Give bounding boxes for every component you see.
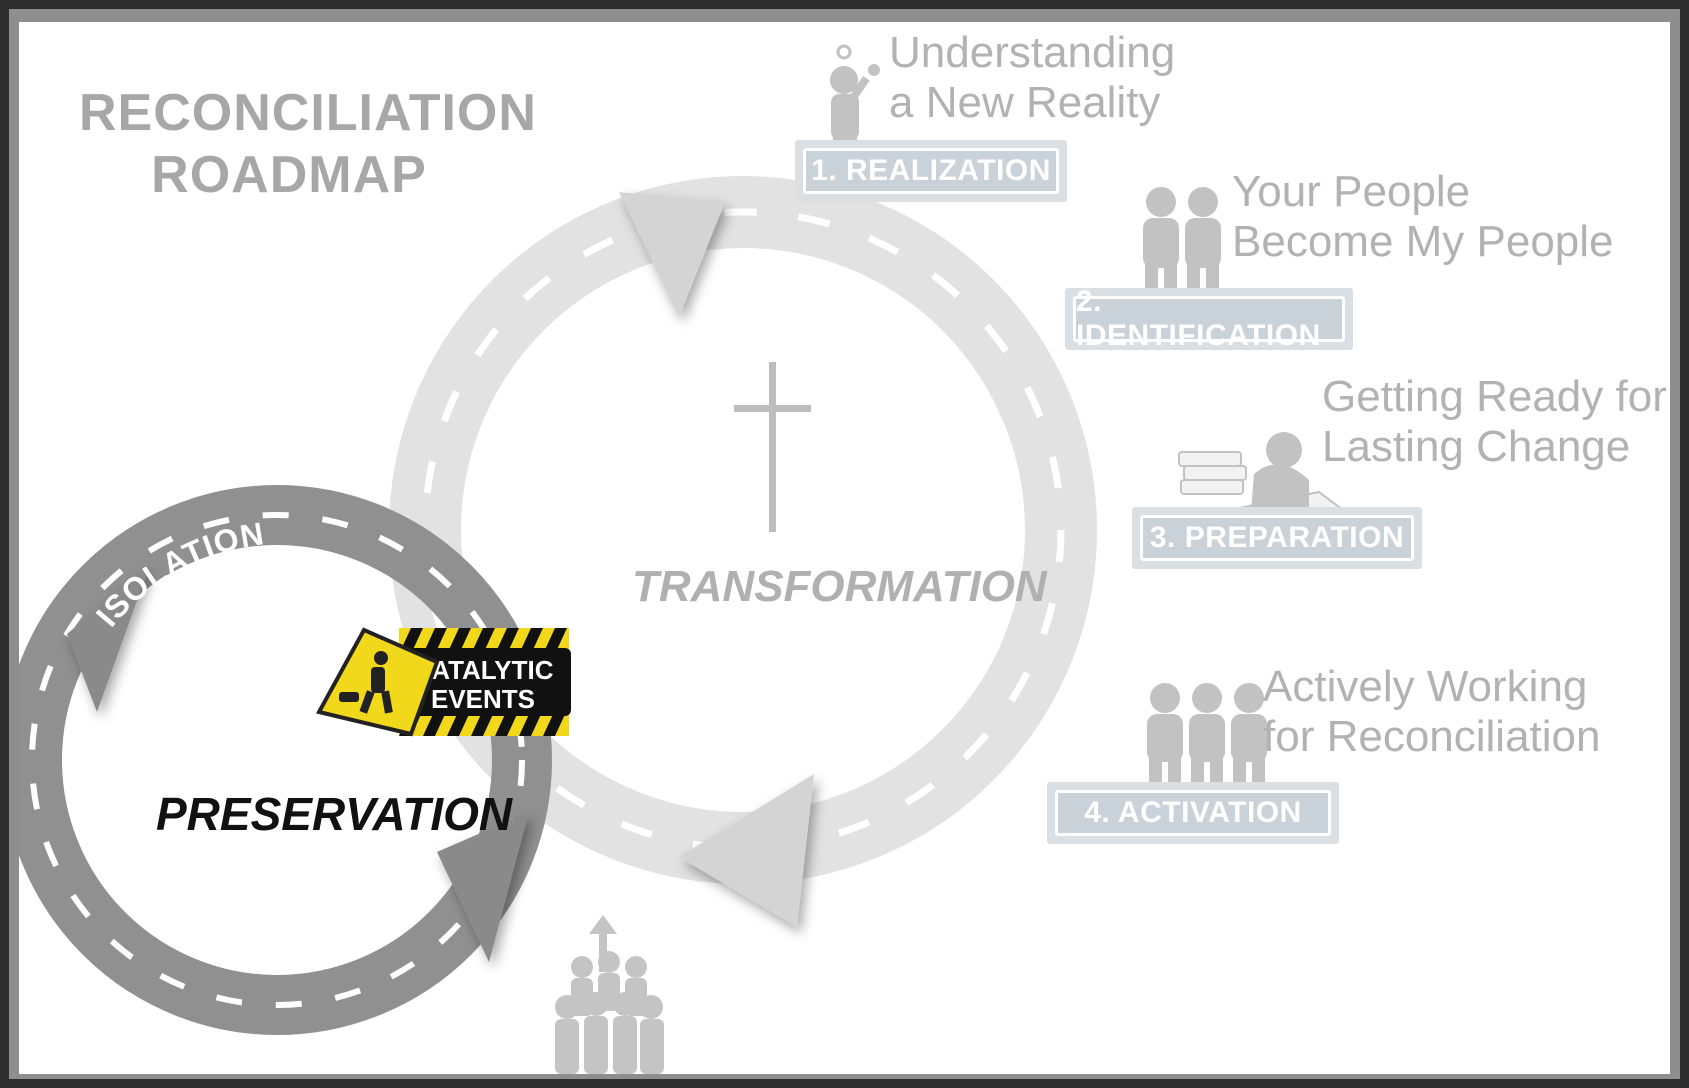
cross-icon [734,362,811,532]
stage-2-description: Your People Become My People [1232,167,1614,267]
big-road-lane-dashes [421,208,1065,852]
stage-1-desc-line1: Understanding [889,28,1176,77]
preservation-label: PRESERVATION [156,788,513,840]
catalytic-line2: EVENTS [431,684,535,714]
title-line-1: RECONCILIATION [79,84,537,142]
reconciliation-arrowhead-top [619,192,725,317]
small-road-lane-dashes [29,512,525,1008]
reconciliation-arrowhead-bottom [679,774,814,927]
diagram-canvas: RECONCILIATION ISOLATION [19,22,1670,1074]
stage-1-description: Understanding a New Reality [889,28,1175,128]
stage-1-box-label: 1. REALIZATION [803,148,1059,194]
page-title: RECONCILIATION ROADMAP [79,82,537,206]
stage-3-desc-line1: Getting Ready for [1322,372,1667,421]
stage-1-desc-line2: a New Reality [889,78,1161,127]
stage-4-desc-line1: Actively Working [1263,662,1588,711]
stage-3-box: 3. PREPARATION [1132,507,1422,569]
stage-2-box: 2. IDENTIFICATION [1065,285,1353,352]
title-line-2: ROADMAP [151,146,427,204]
stage-2-desc-line1: Your People [1232,167,1471,216]
isolation-arrowhead-left [67,562,151,712]
stage-3-desc-line2: Lasting Change [1322,422,1631,471]
construction-worker-icon [339,651,393,714]
catalytic-events-sign: CATALYTIC EVENTS [315,627,571,737]
stage-1-box: 1. REALIZATION [795,140,1067,202]
transformation-label: TRANSFORMATION [632,562,1047,611]
stage-4-description: Actively Working for Reconciliation [1263,662,1601,762]
preservation-ring [19,485,552,1035]
roadmap-svg: RECONCILIATION ISOLATION [19,44,1362,1074]
crowd-up-arrow-icon [555,915,664,1074]
stage-4-desc-line2: for Reconciliation [1263,712,1601,761]
preservation-arrowhead-right [437,812,529,962]
stage-4-box: 4. ACTIVATION [1047,782,1339,844]
stage-2-box-label: 2. IDENTIFICATION [1073,285,1345,352]
stage-2-desc-line2: Become My People [1232,217,1614,266]
stage-3-description: Getting Ready for Lasting Change [1322,372,1667,472]
stage-3-box-label: 3. PREPARATION [1140,515,1414,561]
stage-4-box-label: 4. ACTIVATION [1055,790,1331,836]
